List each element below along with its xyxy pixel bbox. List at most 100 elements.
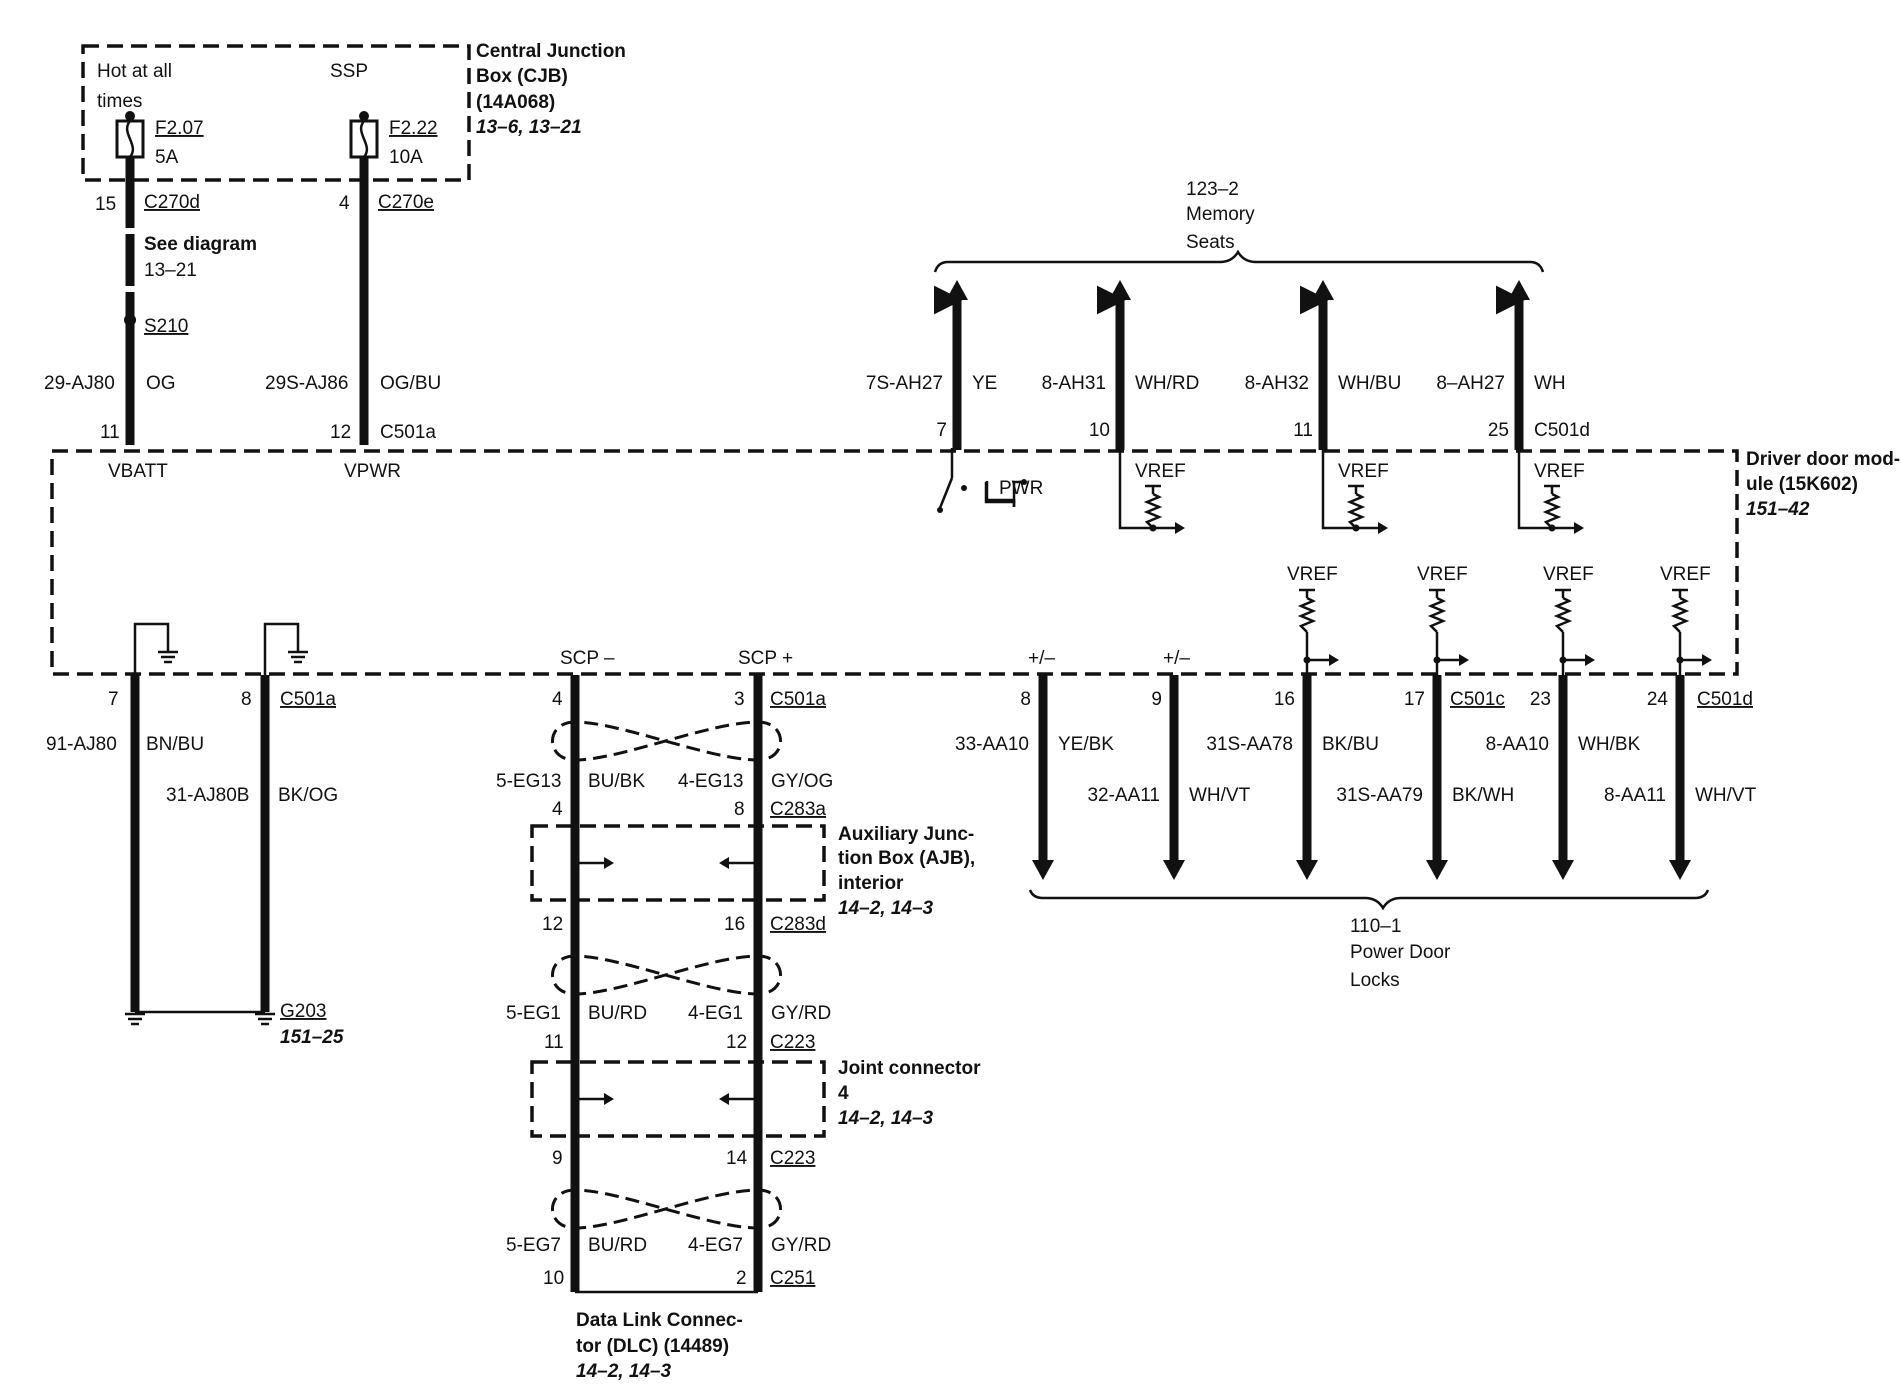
- memory-pin-1: 7: [936, 420, 947, 441]
- resistor-zigzag: [1553, 596, 1573, 633]
- ajb-name-1: Auxiliary Junc-: [838, 824, 974, 845]
- bottom-vref-resistor-3-icon: [1553, 590, 1573, 633]
- driver-door-module: VBATT VPWR Driver door mod- ule (15K602)…: [50, 448, 1900, 676]
- lock-color-3: BK/BU: [1322, 734, 1379, 755]
- memory-circuit-4: 8–AH27: [1436, 373, 1505, 394]
- left-power-wires: 15 C270d See diagram 13–21 S210 29-AJ80 …: [44, 157, 441, 445]
- module-ref: 151–42: [1746, 499, 1810, 520]
- jc-ref: 14–2, 14–3: [838, 1108, 934, 1129]
- top-vref-resistor-2-icon: [1346, 486, 1366, 529]
- memory-seats-name-2: Seats: [1186, 232, 1235, 253]
- power-door-locks-brace: [1028, 889, 1710, 911]
- lock-color-2: WH/VT: [1189, 785, 1251, 806]
- top-vref-arrow-3-icon: [1574, 522, 1584, 534]
- see-diagram-1: See diagram: [144, 234, 257, 255]
- scp-conn-e: C251: [770, 1268, 815, 1289]
- scp-pin-b-plus: 16: [724, 914, 745, 935]
- memory-seats-ref: 123–2: [1186, 179, 1239, 200]
- top-vref-sense-line: [1321, 448, 1378, 530]
- bottom-vref-label-4: VREF: [1660, 564, 1711, 585]
- lock-circuit-4: 31S-AA79: [1336, 785, 1423, 806]
- top-vref-resistor-1-icon: [1143, 486, 1163, 529]
- top-vref-node-2: [1352, 524, 1360, 532]
- lock-pin-6: 24: [1647, 689, 1669, 710]
- scp-pin-d-plus: 14: [726, 1148, 748, 1169]
- scp-pin-a-plus: 8: [734, 799, 745, 820]
- memory-color-4: WH: [1534, 373, 1566, 394]
- connector-c501d-bottom: C501d: [1697, 689, 1753, 710]
- memory-arrow-4-icon: [1508, 280, 1530, 300]
- scp-pin-c-minus: 11: [544, 1032, 564, 1053]
- scp-pin-d-minus: 9: [552, 1148, 563, 1169]
- bottom-vref-arrow-3-icon: [1585, 654, 1595, 666]
- lock-color-4: BK/WH: [1452, 785, 1514, 806]
- color-gy-rd-1: GY/RD: [771, 1003, 831, 1024]
- memory-color-3: WH/BU: [1338, 373, 1401, 394]
- top-vref-sense-line: [1118, 448, 1175, 530]
- memory-pin-3: 11: [1293, 420, 1313, 441]
- memory-color-2: WH/RD: [1135, 373, 1199, 394]
- fuse-f2-07-icon: [115, 111, 145, 159]
- memory-circuit-2: 8-AH31: [1042, 373, 1106, 394]
- bottom-vref-label-1: VREF: [1287, 564, 1338, 585]
- lock-circuit-3: 31S-AA78: [1206, 734, 1293, 755]
- connector-c270e: C270e: [378, 192, 434, 213]
- plus-minus-label-1: +/–: [1028, 648, 1055, 669]
- lock-pin-3: 16: [1274, 689, 1295, 710]
- lock-arrow-1-icon: [1032, 860, 1054, 880]
- scp-pin-top-minus: 4: [552, 689, 563, 710]
- circuit-5-eg7: 5-EG7: [506, 1235, 561, 1256]
- module-name-1: Driver door mod-: [1746, 449, 1900, 470]
- color-og: OG: [146, 373, 176, 394]
- circuit-4-eg1: 4-EG1: [688, 1003, 743, 1024]
- bottom-vref-arrow-2-icon: [1459, 654, 1469, 666]
- bottom-vref-arrow-4-icon: [1702, 654, 1712, 666]
- lock-arrow-5-icon: [1552, 860, 1574, 880]
- color-bk-og: BK/OG: [278, 785, 338, 806]
- circuit-31-aj80b: 31-AJ80B: [166, 785, 249, 806]
- memory-pin-4: 25: [1488, 420, 1509, 441]
- scp-minus-label: SCP –: [560, 648, 615, 669]
- bottom-vref-resistor-4-icon: [1670, 590, 1690, 633]
- internal-ground-1-icon: [133, 622, 178, 675]
- jc-arrow-left-icon: [719, 1093, 762, 1105]
- cjb-name-1: Central Junction: [476, 41, 626, 62]
- power-door-locks-name-1: Power Door: [1350, 942, 1451, 963]
- scp-pin-e-minus: 10: [543, 1268, 564, 1289]
- see-diagram-2: 13–21: [144, 260, 197, 281]
- ajb-name-3: interior: [838, 873, 904, 894]
- power-door-locks-name-2: Locks: [1350, 970, 1400, 991]
- connector-c270d: C270d: [144, 192, 200, 213]
- pwr-label: PWR: [999, 478, 1043, 499]
- internal-ground-2-icon: [263, 622, 308, 675]
- ground-g203-icon-1: [125, 1012, 145, 1026]
- bottom-vref-1: VREF: [1287, 564, 1339, 675]
- splice-s210-dot: [124, 314, 136, 326]
- resistor-zigzag: [1542, 492, 1562, 529]
- splice-s210: S210: [144, 316, 188, 337]
- pin-4: 4: [339, 193, 350, 214]
- connector-c501c: C501c: [1450, 689, 1505, 710]
- cjb-ref: 13–6, 13–21: [476, 117, 582, 138]
- scp-conn-d: C223: [770, 1148, 815, 1169]
- lock-pin-4: 17: [1404, 689, 1425, 710]
- cjb-name-3: (14A068): [476, 92, 555, 113]
- scp-plus-label: SCP +: [738, 648, 793, 669]
- bottom-vref-4: VREF: [1660, 564, 1712, 675]
- dlc-name-1: Data Link Connec-: [576, 1310, 743, 1331]
- connector-c501a-top: C501a: [380, 422, 436, 443]
- ajb-arrow-left-icon: [719, 857, 762, 869]
- dlc-ref: 14–2, 14–3: [576, 1361, 672, 1382]
- color-gy-rd-2: GY/RD: [771, 1235, 831, 1256]
- pin-11: 11: [100, 422, 120, 443]
- fuse-f2-07-id: F2.07: [155, 118, 204, 139]
- lock-color-6: WH/VT: [1695, 785, 1757, 806]
- memory-arrow-3-icon: [1312, 280, 1334, 300]
- plus-minus-label-2: +/–: [1163, 648, 1190, 669]
- ground-wires: 7 8 C501a 91-AJ80 BN/BU 31-AJ80B BK/OG G…: [46, 675, 344, 1048]
- memory-pin-2: 10: [1089, 420, 1110, 441]
- scp-conn-a: C283a: [770, 799, 826, 820]
- twisted-pair-1-icon: [551, 720, 782, 762]
- top-vref-label-1: VREF: [1135, 461, 1186, 482]
- power-door-locks-ref: 110–1: [1350, 916, 1401, 937]
